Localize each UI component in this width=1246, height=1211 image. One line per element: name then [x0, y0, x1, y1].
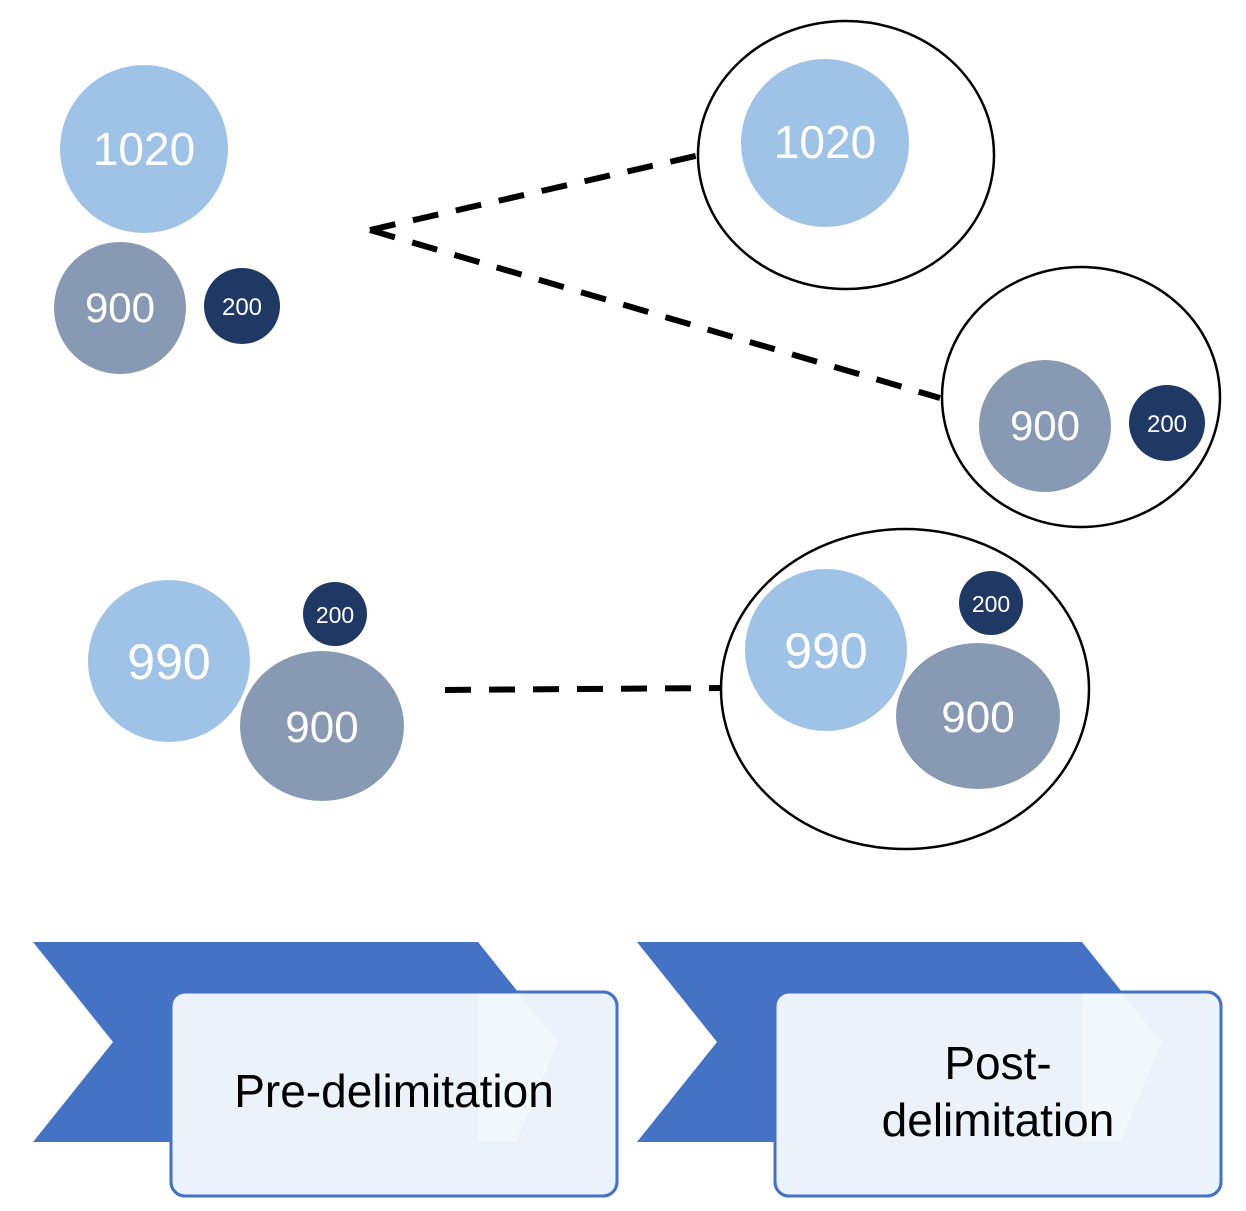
connector-group1-to-1020 [369, 152, 701, 233]
post-merged-label-900: 900 [941, 693, 1014, 742]
post-node-200 [1129, 385, 1205, 461]
post-cluster-merged-outline [719, 527, 1091, 851]
post-merged-node-900 [896, 643, 1060, 789]
connectors [369, 152, 941, 693]
pre-chevron-tip-ghost [478, 992, 558, 1142]
pre-g2-node-990 [88, 580, 250, 742]
post-merged-node-200 [959, 571, 1023, 635]
post-delimitation-text-line1: Post- [944, 1036, 1052, 1089]
pre-g2-node-900 [240, 651, 404, 801]
pre-g1-node-900 [54, 242, 186, 374]
post-label-box-border [773, 990, 1223, 1198]
post-cluster-merged: 990 900 200 [745, 569, 1060, 789]
post-delimitation-label: Post- delimitation [775, 1030, 1221, 1154]
pre-delimitation-text: Pre-delimitation [234, 1065, 554, 1118]
connector-group1-to-900-200 [369, 227, 941, 401]
pre-label-box-border [169, 990, 619, 1198]
post-merged-node-990 [745, 569, 907, 731]
pre-g2-node-200 [303, 582, 367, 646]
pre-g2-label-990: 990 [127, 634, 210, 690]
post-node-900 [979, 360, 1111, 492]
post-merged-label-990: 990 [784, 623, 867, 679]
pre-g1-node-200 [204, 268, 280, 344]
connector-group2-to-merged [444, 685, 723, 693]
post-chevron-tip-ghost [1082, 992, 1162, 1142]
pre-g1-label-1020: 1020 [93, 123, 195, 175]
post-merged-label-200: 200 [972, 591, 1010, 617]
post-delimitation-text-line2: delimitation [881, 1094, 1115, 1146]
pre-delimitation-label: Pre-delimitation [171, 1040, 617, 1144]
pre-g1-node-1020 [60, 65, 228, 233]
pre-group-2: 990 900 200 [88, 580, 404, 801]
post-label-900: 900 [1010, 402, 1080, 449]
post-cluster-1020-outline [696, 19, 996, 291]
pre-g1-label-200: 200 [222, 294, 262, 321]
pre-g2-label-900: 900 [285, 703, 358, 752]
post-cluster-900-200: 900 200 [979, 360, 1205, 492]
post-cluster-1020: 1020 [741, 59, 909, 227]
post-cluster-900-200-outline [940, 265, 1222, 529]
post-label-1020: 1020 [774, 116, 876, 168]
pre-group-1: 1020 900 200 [54, 65, 280, 374]
pre-g1-label-900: 900 [85, 284, 155, 331]
post-node-1020 [741, 59, 909, 227]
pre-g2-label-200: 200 [316, 602, 354, 628]
post-label-200: 200 [1147, 411, 1187, 438]
